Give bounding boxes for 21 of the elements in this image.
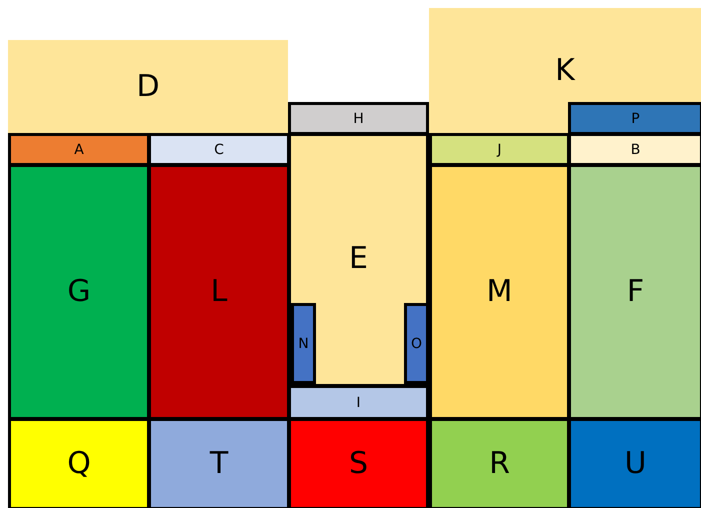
block: N bbox=[291, 303, 316, 384]
block: A bbox=[8, 133, 150, 166]
block: S bbox=[288, 418, 429, 508]
block: F bbox=[568, 164, 701, 420]
block: G bbox=[8, 164, 150, 420]
block: B bbox=[568, 133, 701, 166]
block: L bbox=[148, 164, 290, 420]
block: Q bbox=[8, 418, 150, 508]
block: T bbox=[148, 418, 290, 508]
block: J bbox=[429, 133, 570, 166]
block: C bbox=[148, 133, 290, 166]
block: R bbox=[429, 418, 570, 508]
block: K P bbox=[429, 8, 701, 133]
block: P bbox=[568, 102, 701, 135]
block: O bbox=[404, 303, 429, 384]
block: D bbox=[8, 40, 288, 133]
block: U bbox=[568, 418, 701, 508]
block: M bbox=[429, 164, 570, 420]
block: I bbox=[288, 385, 429, 420]
block: E N O bbox=[288, 133, 429, 387]
block: H bbox=[288, 102, 429, 135]
